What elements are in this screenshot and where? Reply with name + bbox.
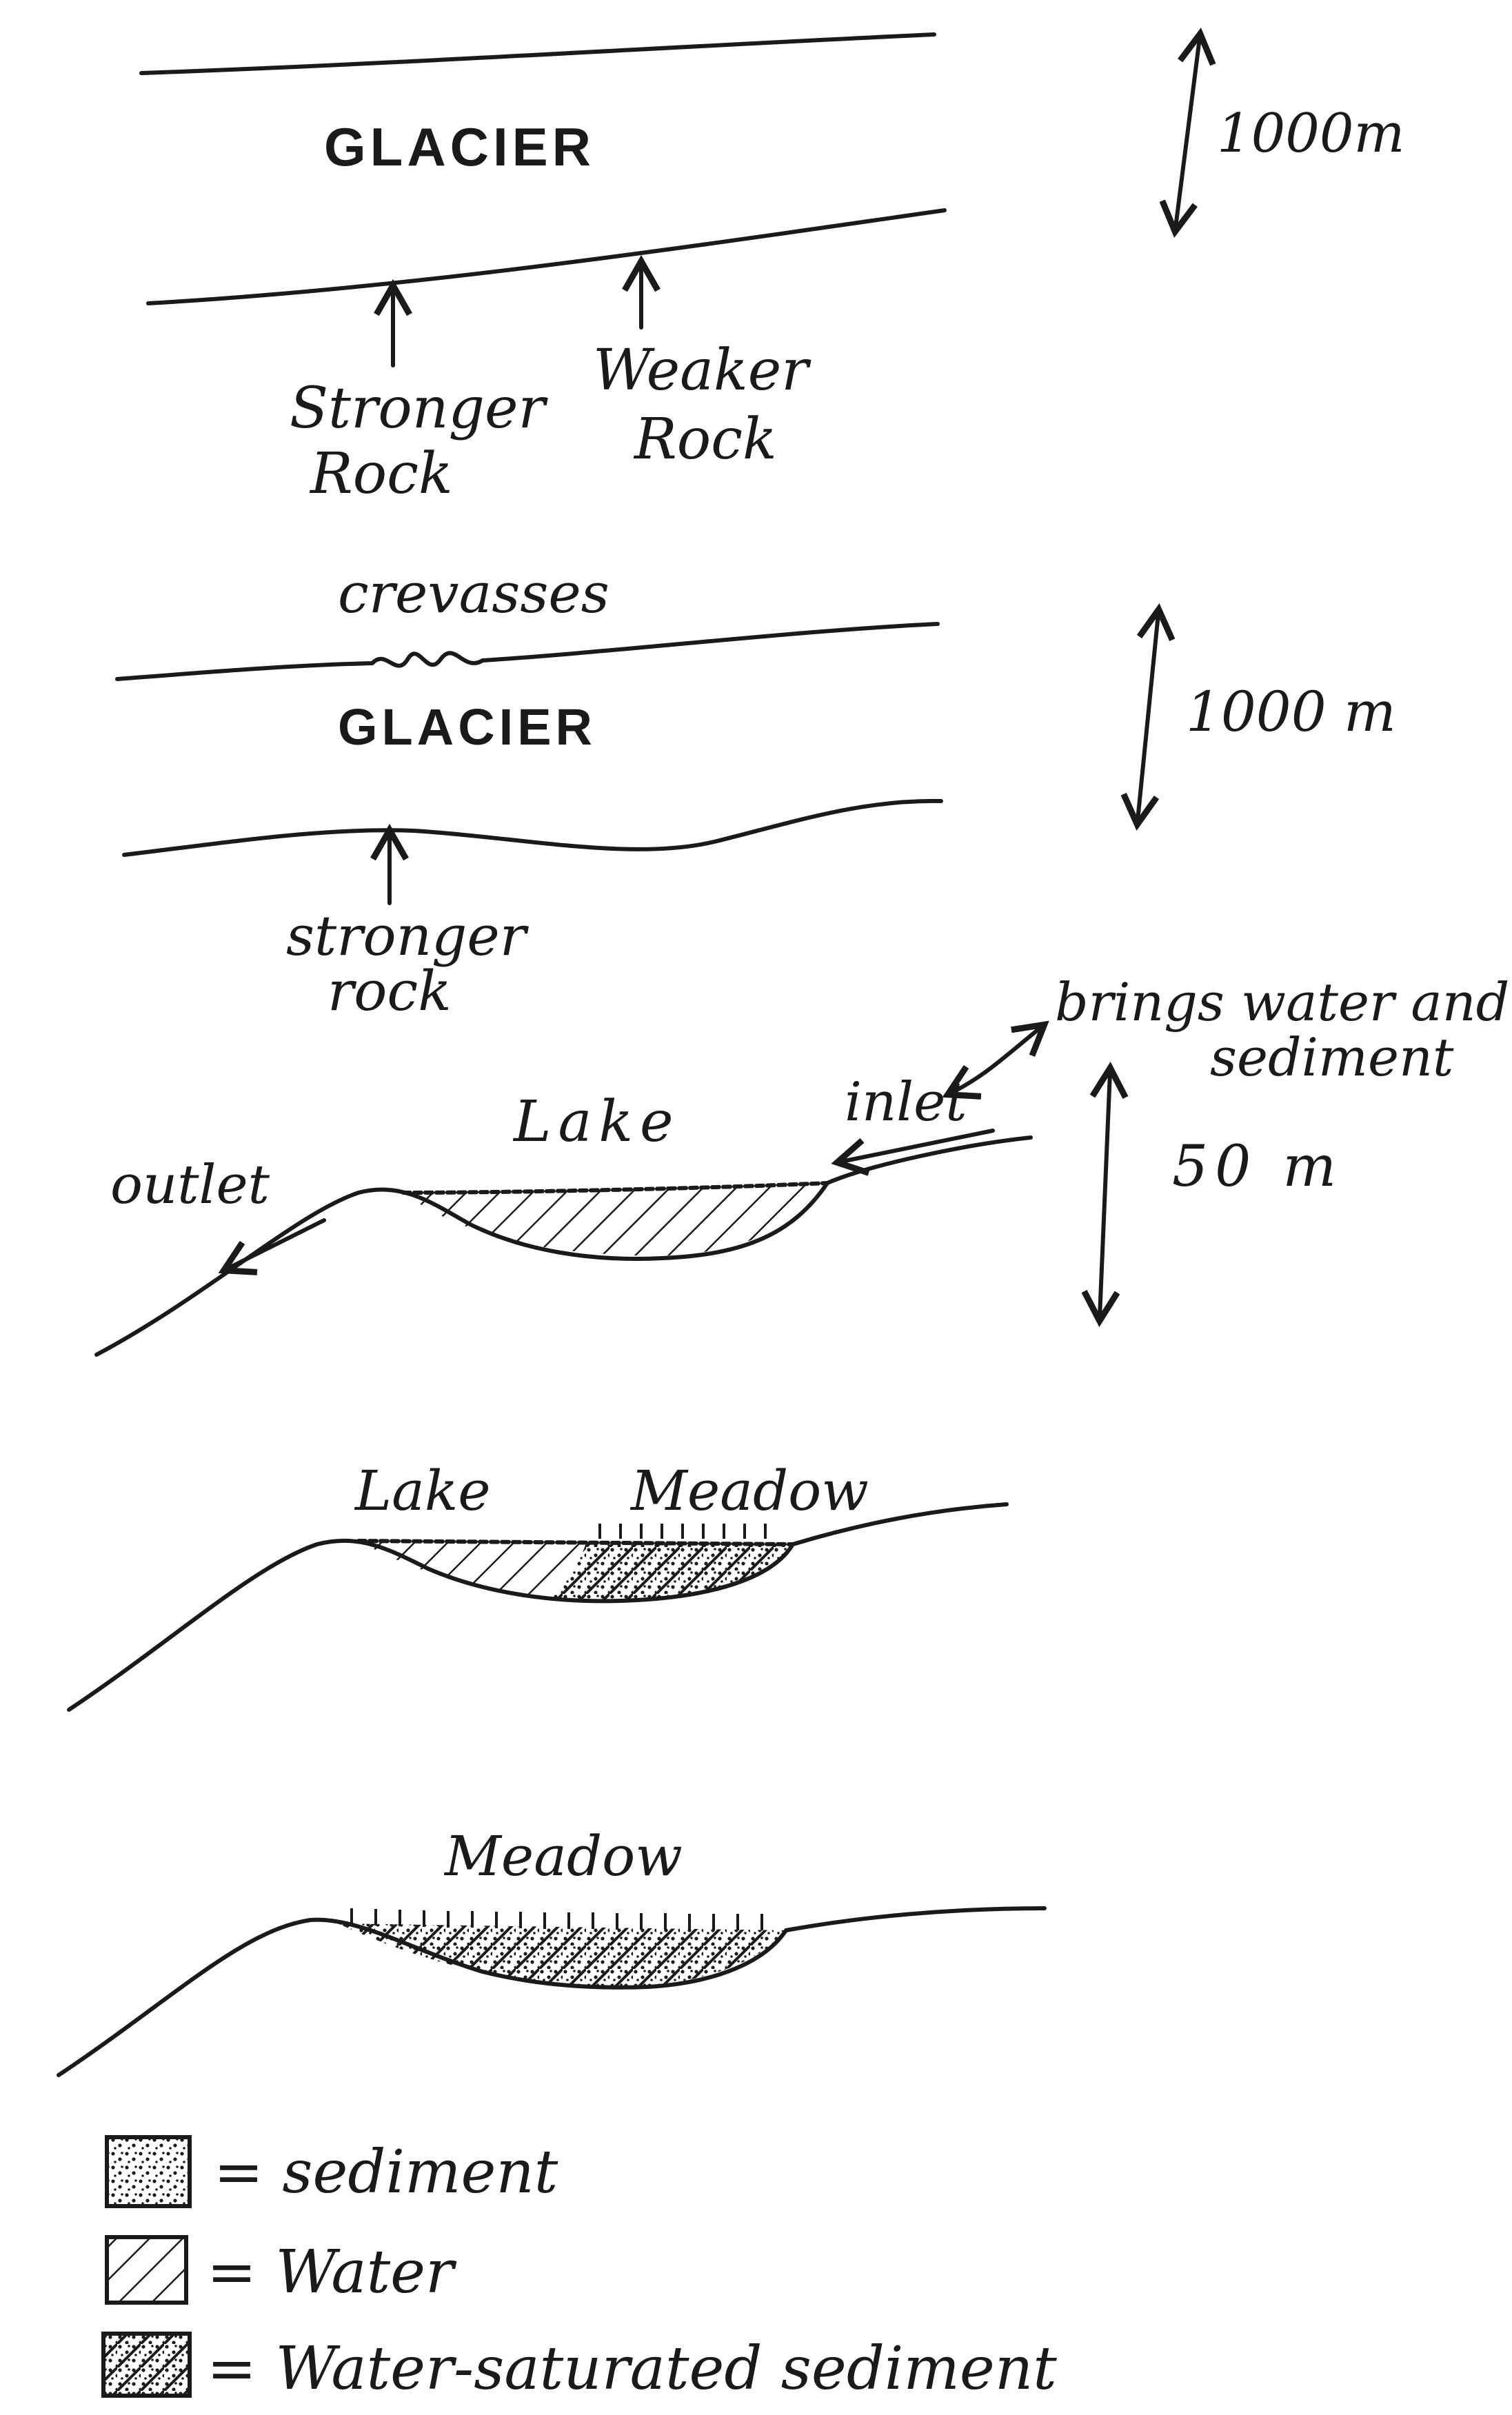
meadow-saturated-fill <box>338 1923 786 1988</box>
glacier-bed-line <box>122 798 943 857</box>
meadow-grass-ticks <box>598 1524 767 1539</box>
outlet-arrow <box>218 1218 326 1275</box>
legend-swatch-water <box>105 2235 188 2305</box>
terrain-profile <box>57 1906 1047 2077</box>
panel-3-lake: Lake inlet outlet brings water and sedim… <box>94 971 1509 1357</box>
legend-label-water: = Water <box>207 2238 457 2307</box>
lake-label: Lake <box>512 1089 681 1155</box>
glacier-label: GLACIER <box>324 117 595 177</box>
inlet-arrow <box>831 1129 995 1176</box>
inlet-label: inlet <box>845 1071 967 1133</box>
panel-2-glacier-over-ridge: crevasses GLACIER stronger rock 1000 m <box>115 561 1396 1023</box>
meadow-label: Meadow <box>629 1459 869 1523</box>
legend-label-sediment: = sediment <box>214 2138 558 2207</box>
legend: = sediment = Water = Water-saturated sed… <box>101 2135 1057 2403</box>
scale-arrow-1000m <box>1120 603 1176 831</box>
water-surface-line <box>356 1539 795 1546</box>
crevasses-label: crevasses <box>338 561 609 625</box>
legend-swatch-sediment <box>105 2135 192 2208</box>
brings-water-label-2: sediment <box>1210 1027 1454 1088</box>
outlet-label: outlet <box>110 1154 270 1216</box>
weaker-rock-label-2: Rock <box>633 407 777 472</box>
scale-label-50m: 50 m <box>1172 1134 1343 1200</box>
lake-water-fill <box>359 1541 586 1598</box>
lake-water-fill <box>403 1183 827 1256</box>
scale-arrow-50m <box>1081 1061 1129 1328</box>
stronger-rock-label-1: Stronger <box>290 376 549 441</box>
meadow-saturated-fill <box>552 1543 793 1601</box>
glacier-label: GLACIER <box>338 698 596 756</box>
panel-4-lake-and-meadow: Lake Meadow <box>67 1459 1009 1712</box>
inlet-to-note-arrow <box>942 1020 1049 1100</box>
meadow-grass-ticks <box>350 1908 763 1930</box>
panel-5-meadow: Meadow <box>57 1824 1047 2077</box>
legend-swatch-saturated-sediment <box>101 2332 192 2398</box>
lake-label: Lake <box>354 1459 491 1523</box>
scale-label-1000m: 1000 m <box>1186 680 1396 744</box>
legend-label-saturated-sediment: = Water-saturated sediment <box>207 2334 1057 2403</box>
stronger-rock-label-2: rock <box>327 959 452 1023</box>
scale-label-1000m: 1000m <box>1217 103 1404 165</box>
scale-arrow-1000m <box>1159 28 1216 238</box>
meadow-label: Meadow <box>443 1824 683 1888</box>
brings-water-label-1: brings water and <box>1055 971 1509 1033</box>
glacier-bed-line <box>146 208 947 305</box>
glacier-surface-line <box>139 32 936 75</box>
lake-surface-line <box>401 1181 829 1195</box>
stronger-rock-label-1: stronger <box>286 904 530 968</box>
panel-1-glacier-uniform-bed: GLACIER Stronger Rock Weaker Rock 1000m <box>139 28 1404 507</box>
glacier-surface-line <box>115 622 940 681</box>
terrain-profile <box>67 1502 1009 1712</box>
weaker-rock-label-1: Weaker <box>593 338 812 403</box>
stronger-rock-label-2: Rock <box>309 441 453 507</box>
